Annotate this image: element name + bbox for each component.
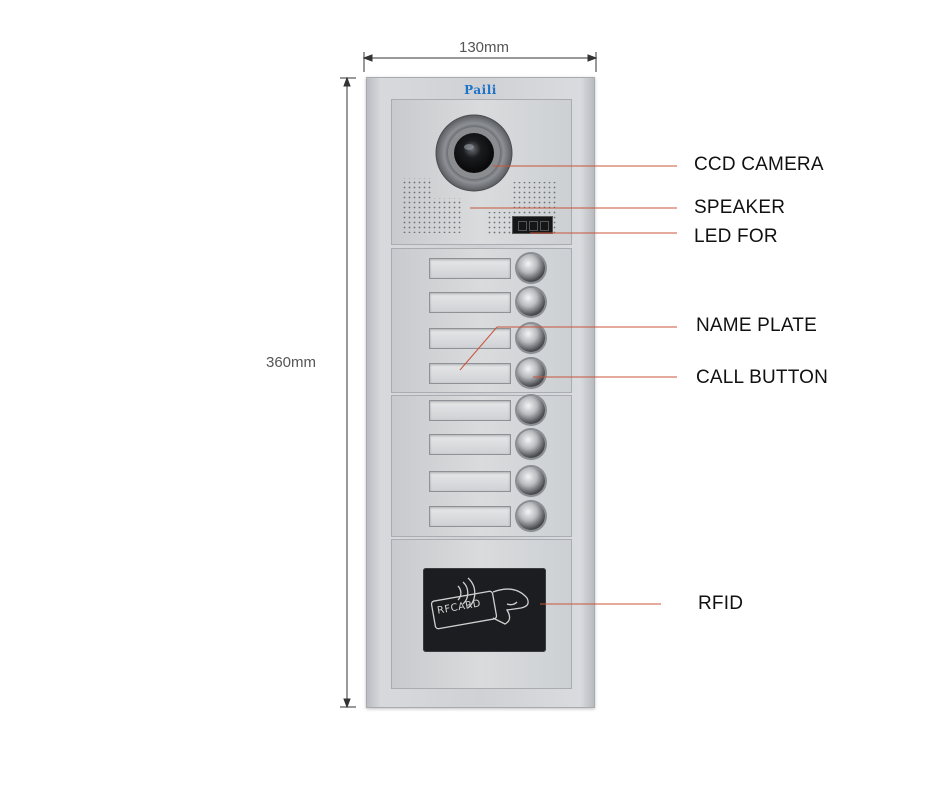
call-button-icon[interactable] <box>517 502 545 530</box>
callout-call-button: CALL BUTTON <box>696 367 829 388</box>
height-dimension-label: 360mm <box>266 354 317 371</box>
name-plate <box>429 506 511 527</box>
name-plate <box>429 434 511 455</box>
name-plate <box>429 400 511 421</box>
callout-name-plate: NAME PLATE <box>696 315 817 336</box>
callout-speaker: SPEAKER <box>694 197 786 218</box>
name-plate <box>429 258 511 279</box>
brand-logo: Paili <box>464 83 497 97</box>
call-button-icon[interactable] <box>517 396 545 424</box>
name-plate <box>429 471 511 492</box>
callout-led: LED FOR <box>694 226 778 247</box>
call-button-icon[interactable] <box>517 254 545 282</box>
rfid-card-icon <box>430 577 529 630</box>
name-plate <box>429 328 511 349</box>
call-button-icon[interactable] <box>517 359 545 387</box>
name-plate <box>429 292 511 313</box>
camera-lens-icon <box>435 114 513 192</box>
rfid-reader[interactable]: RFCARD <box>423 568 546 652</box>
camera-section <box>391 99 572 245</box>
door-station-panel: Paili <box>366 77 595 708</box>
call-button-icon[interactable] <box>517 467 545 495</box>
width-dimension-label: 130mm <box>459 39 510 56</box>
name-plate <box>429 363 511 384</box>
call-button-icon[interactable] <box>517 288 545 316</box>
call-button-icon[interactable] <box>517 324 545 352</box>
led-display-icon <box>512 216 553 234</box>
callout-rfid: RFID <box>698 593 744 614</box>
call-button-icon[interactable] <box>517 430 545 458</box>
callout-ccd-camera: CCD CAMERA <box>694 154 824 175</box>
